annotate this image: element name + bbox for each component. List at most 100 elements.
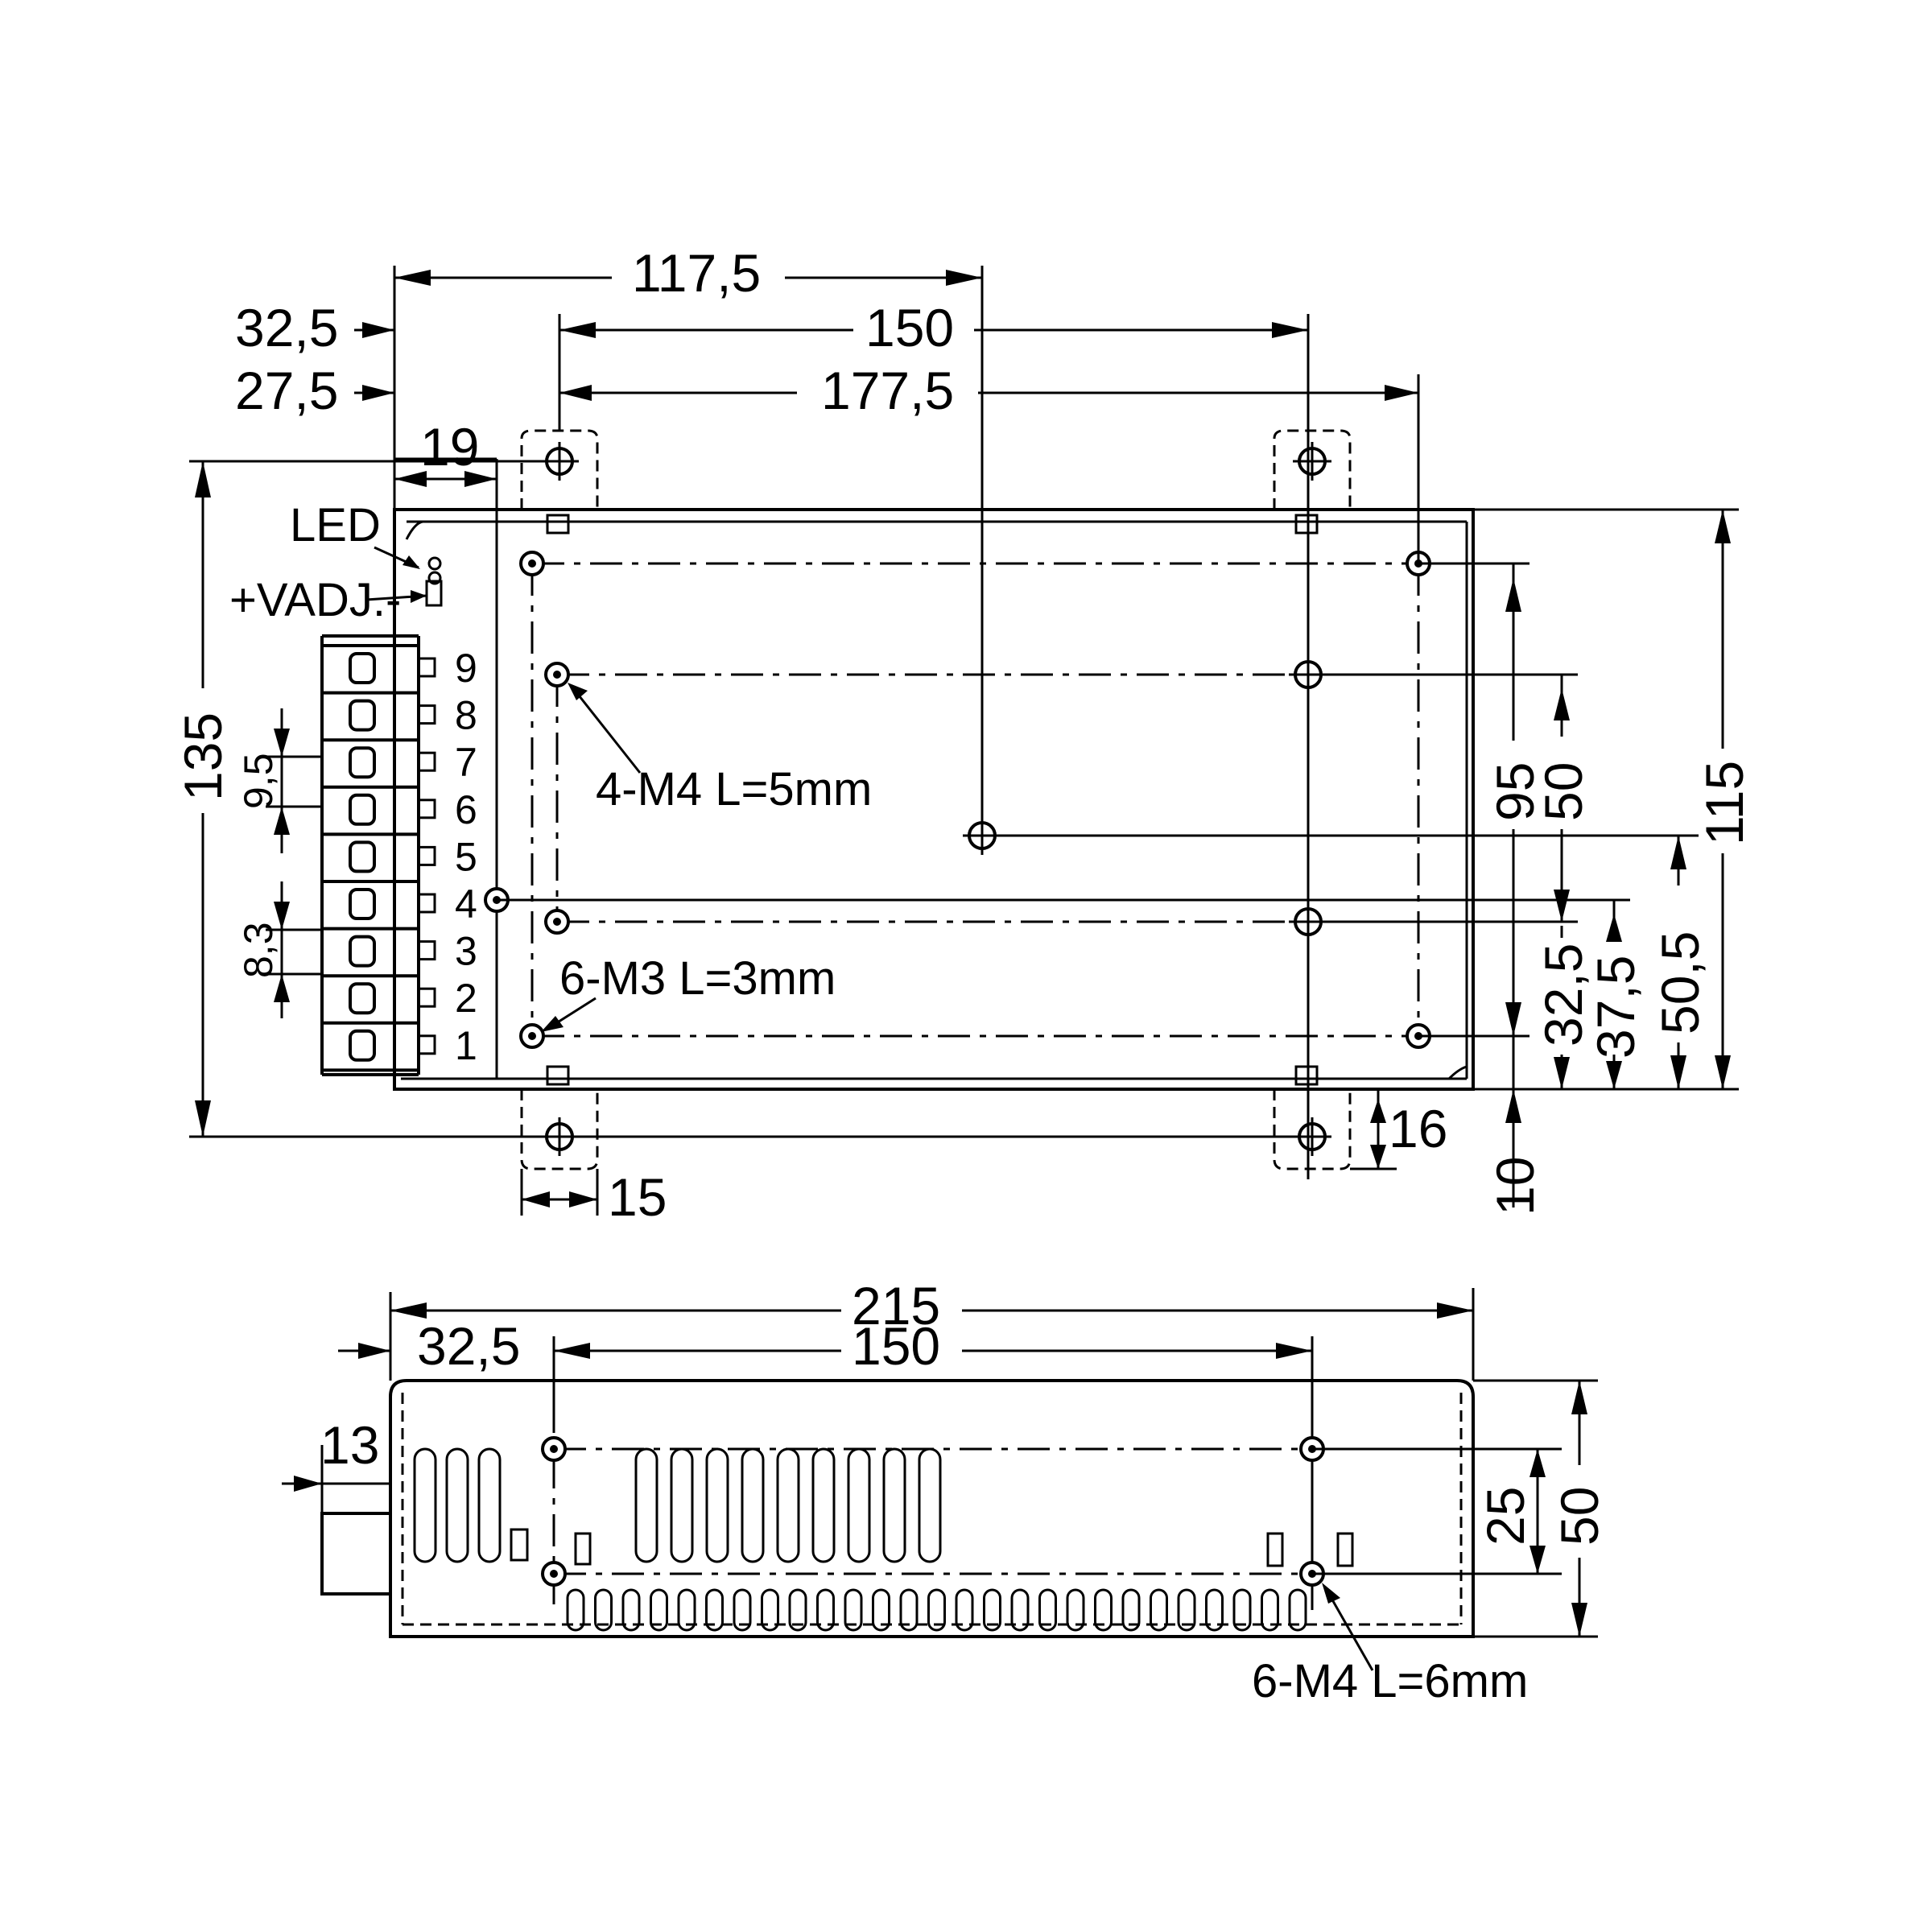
dim-32-5-right: 32,5 — [1308, 920, 1593, 1089]
vent-slot-bottom — [621, 1588, 641, 1632]
side-m4-callout: 6-M4 L=6mm — [1252, 1583, 1528, 1707]
dim-25: 25 — [1312, 1447, 1562, 1575]
small-slot — [1336, 1532, 1354, 1567]
side-m4-holes — [541, 1436, 1325, 1587]
dim-50-side: 50 — [1473, 1379, 1609, 1638]
terminal-pin — [417, 704, 436, 725]
dim-9-5-label: 9,5 — [236, 753, 281, 809]
dim-15-label: 15 — [608, 1167, 667, 1227]
dim-25-label: 25 — [1476, 1487, 1535, 1546]
dim-32-5-label: 32,5 — [235, 298, 338, 357]
m4-callout: 4-M4 L=5mm — [568, 683, 872, 815]
vent-slot-bottom — [788, 1588, 807, 1632]
small-slot — [1266, 1532, 1284, 1567]
dim-135: 135 — [173, 460, 1308, 1138]
vent-slot-bottom — [733, 1588, 752, 1632]
dim-95-label: 95 — [1485, 762, 1545, 821]
vent-slot-middle — [741, 1447, 765, 1563]
vent-slot-middle — [918, 1447, 942, 1563]
dim-19-label: 19 — [420, 417, 479, 477]
dim-150-label: 150 — [865, 298, 954, 357]
vent-slot-bottom — [677, 1588, 696, 1632]
vent-slot-left — [413, 1447, 437, 1563]
vent-slot-bottom — [1066, 1588, 1085, 1632]
terminal-pin — [417, 799, 436, 819]
dim-50-label: 50 — [1534, 762, 1593, 821]
dim-50-5-label: 50,5 — [1650, 931, 1710, 1034]
vent-slot-bottom — [1205, 1588, 1224, 1632]
vadj-potentiometer: +VADJ.- — [229, 574, 443, 626]
terminal-pin — [417, 751, 436, 772]
vent-slot-bottom — [955, 1588, 974, 1632]
dim-95: 95 — [1418, 562, 1545, 1208]
dim-8-3-label: 8,3 — [236, 922, 281, 978]
dim-15: 15 — [520, 1167, 667, 1227]
terminal-pin — [417, 893, 436, 914]
vent-slot-bottom — [816, 1588, 835, 1632]
led-indicator: LED — [290, 499, 442, 585]
terminal-number-8: 8 — [455, 693, 477, 738]
vent-slot-middle — [882, 1447, 906, 1563]
m4-callout-text: 4-M4 L=5mm — [596, 763, 872, 815]
vent-slot-left — [445, 1447, 469, 1563]
vent-slot-bottom — [1150, 1588, 1168, 1632]
terminal-number-5: 5 — [455, 834, 477, 879]
terminal-pin — [417, 940, 436, 961]
dim-32-5-right-label: 32,5 — [1534, 943, 1593, 1046]
dim-10: 10 — [1485, 1157, 1545, 1216]
dim-50-side-label: 50 — [1550, 1487, 1609, 1546]
dim-8-3: 8,3 — [236, 881, 322, 1018]
vent-slot-left — [477, 1447, 502, 1563]
side-housing — [320, 1379, 1475, 1638]
vent-slot-bottom — [1094, 1588, 1113, 1632]
side-centre-lines — [552, 1336, 1314, 1610]
side-view: 6-M4 L=6mm 215 32,5 150 — [282, 1276, 1609, 1707]
dim-117-5-label: 117,5 — [632, 243, 761, 303]
dim-13: 13 — [282, 1415, 390, 1513]
dim-135-label: 135 — [173, 712, 233, 801]
dim-27-5-label: 27,5 — [235, 361, 338, 420]
dim-19: 19 — [394, 417, 498, 522]
vent-slot-bottom — [1010, 1588, 1030, 1632]
side-m4-callout-text: 6-M4 L=6mm — [1252, 1655, 1528, 1707]
dim-32-5-side-label: 32,5 — [417, 1316, 520, 1376]
terminal-number-4: 4 — [455, 881, 477, 927]
dim-16-label: 16 — [1389, 1099, 1447, 1158]
dim-16: 16 — [1350, 1089, 1447, 1170]
terminal-screw — [349, 652, 376, 684]
dim-117-5: 117,5 — [393, 243, 984, 836]
vent-slot-middle — [634, 1447, 658, 1563]
vent-slot-bottom — [761, 1588, 779, 1632]
vent-slot-bottom — [705, 1588, 724, 1632]
dim-177-5: 27,5 177,5 — [235, 361, 1420, 564]
dim-10-label: 10 — [1485, 1157, 1545, 1216]
vent-slot-bottom — [872, 1588, 890, 1632]
vent-slot-bottom — [1232, 1588, 1252, 1632]
dim-150-top: 32,5 150 — [235, 298, 1310, 431]
dim-37-5: 37,5 — [497, 898, 1645, 1089]
vent-slot-middle — [705, 1447, 729, 1563]
small-slot — [574, 1532, 592, 1566]
terminal-screw — [349, 746, 376, 779]
dim-115: 115 — [1473, 508, 1754, 1091]
dim-215: 215 — [389, 1276, 1475, 1381]
small-slot — [510, 1528, 529, 1562]
terminal-pin — [417, 657, 436, 678]
dim-13-label: 13 — [320, 1415, 379, 1475]
housing-outline — [393, 508, 1475, 1091]
vent-slot-bottom — [566, 1588, 585, 1632]
dim-215-label: 215 — [852, 1276, 940, 1335]
led-label: LED — [290, 499, 381, 551]
vent-slots — [413, 1447, 1354, 1632]
dim-50-5: 50,5 — [982, 834, 1710, 1089]
terminal-number-9: 9 — [455, 646, 477, 691]
dim-177-5-label: 177,5 — [821, 361, 954, 420]
vent-slot-bottom — [899, 1588, 919, 1632]
vent-slot-middle — [847, 1447, 871, 1563]
vent-slot-bottom — [650, 1588, 668, 1632]
terminal-screw — [349, 840, 376, 873]
hole-centre-lines — [530, 419, 1420, 1179]
dim-115-label: 115 — [1695, 761, 1754, 845]
